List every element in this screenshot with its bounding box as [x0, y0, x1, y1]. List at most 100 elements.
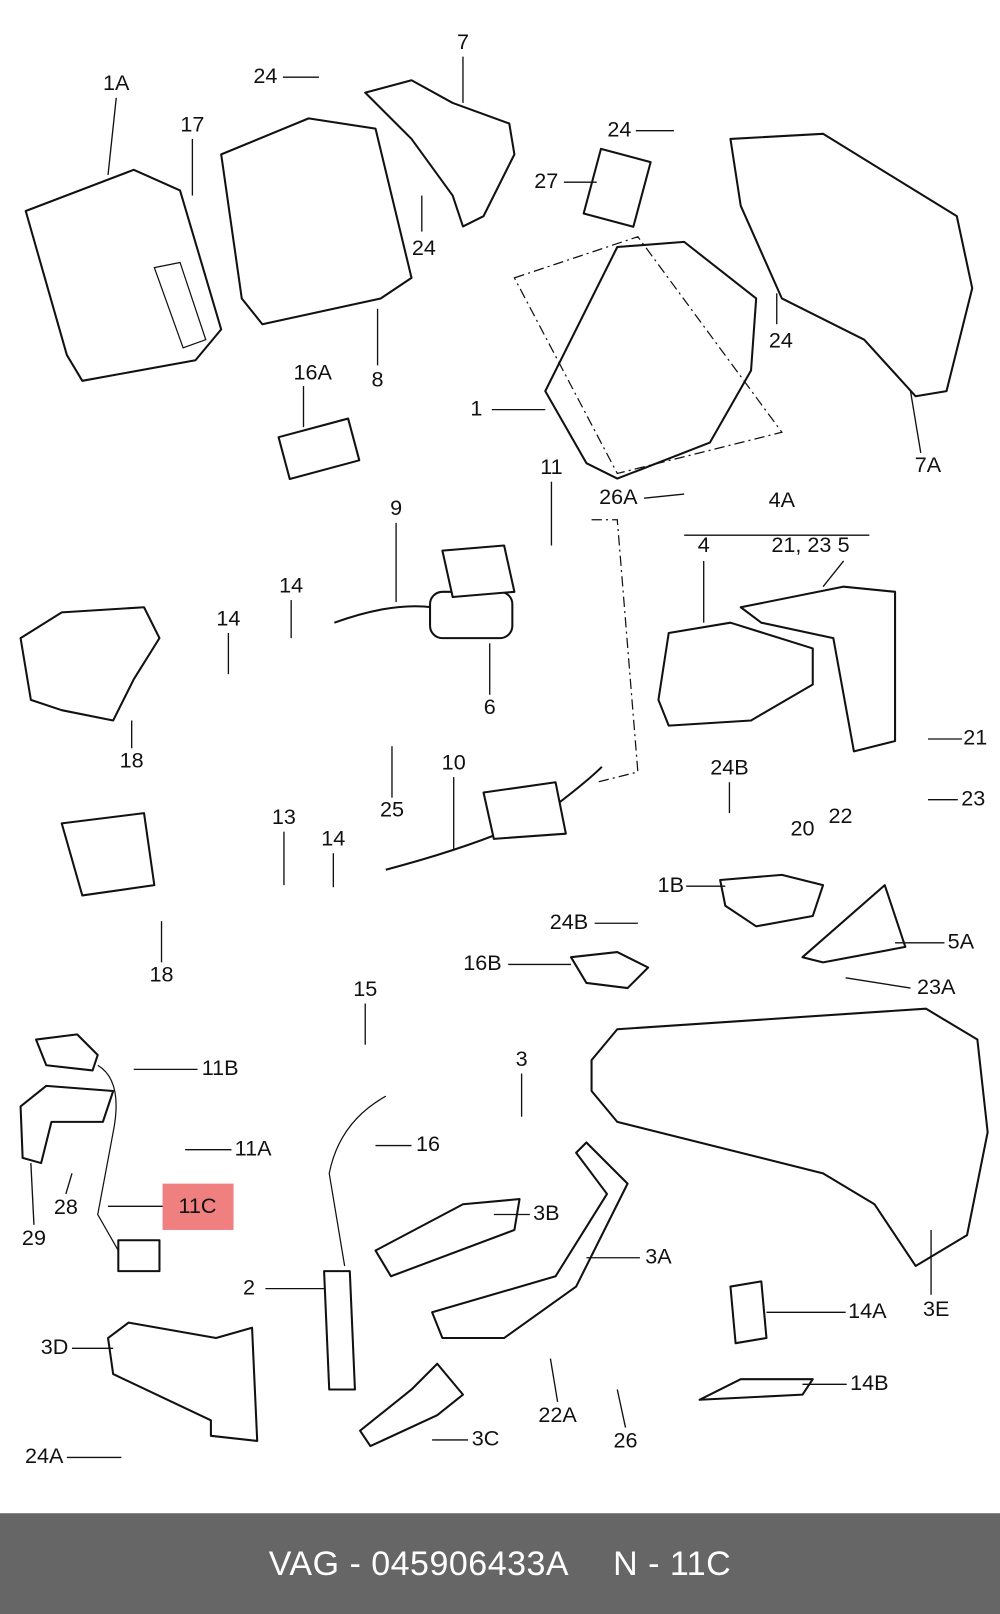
leader-lines [30, 56, 962, 1459]
part-ecu-1 [513, 236, 783, 480]
part-number: VAG - 045906433A [268, 1544, 570, 1583]
label-l24b[interactable]: 24 [412, 235, 436, 260]
label-l11C[interactable]: 11C [179, 1193, 217, 1218]
label-l16[interactable]: 16 [416, 1131, 440, 1156]
label-l27[interactable]: 27 [534, 168, 558, 193]
label-l18b[interactable]: 18 [150, 961, 174, 986]
label-l11[interactable]: 11 [540, 454, 562, 479]
label-l20[interactable]: 20 [790, 815, 814, 840]
label-l28[interactable]: 28 [54, 1194, 78, 1219]
part-16A [277, 417, 361, 480]
label-l17[interactable]: 17 [180, 111, 204, 136]
label-l16B[interactable]: 16B [463, 950, 501, 975]
label-l24a[interactable]: 24 [253, 63, 277, 88]
diagram-position: N - 11C [613, 1544, 732, 1583]
label-l8[interactable]: 8 [372, 367, 384, 392]
label-l4[interactable]: 4 [698, 532, 710, 557]
highlight-box [162, 1183, 234, 1230]
part-bracket-3A [431, 1141, 629, 1340]
part-connector [117, 1239, 161, 1273]
label-l3E[interactable]: 3E [923, 1296, 949, 1321]
label-l3C[interactable]: 3C [472, 1426, 500, 1451]
parts-diagram: 1A 17 24 7 24 8 16A 24 27 24 1 7A 26A 4A 4 21, 23 5 11 9 14… [19, 29, 989, 1468]
part-bracket-5 [739, 585, 897, 753]
label-l24B2[interactable]: 24B [550, 909, 588, 934]
part-hoses [334, 519, 639, 871]
label-l2[interactable]: 2 [243, 1274, 255, 1299]
label-l1A[interactable]: 1A [103, 70, 130, 95]
label-l21[interactable]: 21 [963, 725, 987, 750]
part-bracket-3D [106, 1321, 259, 1442]
label-l1B[interactable]: 1B [658, 872, 684, 897]
label-l26[interactable]: 26 [614, 1428, 638, 1453]
label-l22[interactable]: 22 [829, 803, 853, 828]
label-l5A[interactable]: 5A [948, 928, 975, 953]
label-l7A[interactable]: 7A [915, 452, 942, 477]
part-bracket-3B [374, 1198, 521, 1278]
part-lambda-cable [328, 1095, 387, 1267]
label-l13[interactable]: 13 [272, 804, 296, 829]
label-l4A[interactable]: 4A [769, 487, 796, 512]
part-lambda-2 [323, 1270, 356, 1391]
label-l11B[interactable]: 11B [202, 1055, 239, 1080]
label-l3D[interactable]: 3D [41, 1334, 69, 1359]
part-bracket-29 [19, 1084, 115, 1165]
label-l26A[interactable]: 26A [599, 484, 638, 509]
label-l14a[interactable]: 14 [279, 572, 303, 597]
label-l3[interactable]: 3 [516, 1046, 528, 1071]
label-l5[interactable]: 5 [838, 532, 850, 557]
label-l24A[interactable]: 24A [25, 1443, 64, 1468]
label-l3A[interactable]: 3A [645, 1243, 672, 1268]
leader-line-l23A [845, 977, 911, 989]
label-l2123[interactable]: 21, 23 [771, 532, 831, 557]
label-l23A[interactable]: 23A [917, 974, 956, 999]
part-bracket-3C [359, 1362, 464, 1448]
label-l18a[interactable]: 18 [120, 747, 144, 772]
leader-line-l1A [107, 97, 117, 176]
footer-bar: VAG - 045906433A N - 11C [0, 1513, 1000, 1614]
label-l9[interactable]: 9 [390, 495, 402, 520]
part-sensor-1B [719, 873, 825, 928]
leader-line-l28 [65, 1173, 73, 1195]
label-l24B[interactable]: 24B [710, 755, 748, 780]
callout-labels: 1A 17 24 7 24 8 16A 24 27 24 1 7A 26A 4A 4 21, 23 5 11 9 14… [22, 29, 987, 1468]
leader-line-l5 [822, 560, 845, 588]
leader-line-l29 [30, 1163, 35, 1225]
label-l29[interactable]: 29 [22, 1225, 46, 1250]
label-l3B[interactable]: 3B [533, 1200, 559, 1225]
label-l16A[interactable]: 16A [294, 359, 333, 384]
label-l10[interactable]: 10 [442, 749, 466, 774]
label-l14c[interactable]: 14 [321, 826, 345, 851]
leader-line-l26 [616, 1389, 627, 1428]
label-l24d[interactable]: 24 [769, 327, 793, 352]
part-14A [729, 1280, 768, 1345]
part-bracket-7A [729, 132, 974, 398]
part-module-4 [657, 621, 814, 727]
label-l22A[interactable]: 22A [538, 1402, 577, 1427]
part-intake [60, 812, 156, 897]
leader-line-l22A [549, 1358, 559, 1402]
part-sensor-16B [569, 951, 650, 990]
part-bracket-7 [364, 79, 516, 228]
part-bracket-5A [801, 884, 907, 964]
leader-line-l7A [909, 391, 922, 453]
label-l14B[interactable]: 14B [850, 1370, 888, 1395]
label-l11A[interactable]: 11A [235, 1135, 272, 1160]
label-l7[interactable]: 7 [457, 29, 469, 54]
part-14B [698, 1378, 814, 1401]
label-l1[interactable]: 1 [470, 395, 482, 420]
label-l6[interactable]: 6 [484, 694, 496, 719]
label-l25[interactable]: 25 [380, 797, 404, 822]
part-throttle-body [19, 606, 161, 722]
part-27 [582, 147, 652, 228]
part-sensor-11C [34, 1033, 99, 1072]
label-l14b[interactable]: 14 [216, 605, 240, 630]
label-l14A[interactable]: 14A [848, 1298, 887, 1323]
part-sensor-11C-cable [97, 1064, 119, 1251]
label-l15[interactable]: 15 [353, 976, 377, 1001]
label-l24c[interactable]: 24 [607, 116, 631, 141]
label-l23[interactable]: 23 [961, 785, 985, 810]
leader-line-l26A [643, 493, 685, 499]
part-bracket-8 [220, 117, 413, 326]
part-cover-1A [24, 168, 223, 382]
